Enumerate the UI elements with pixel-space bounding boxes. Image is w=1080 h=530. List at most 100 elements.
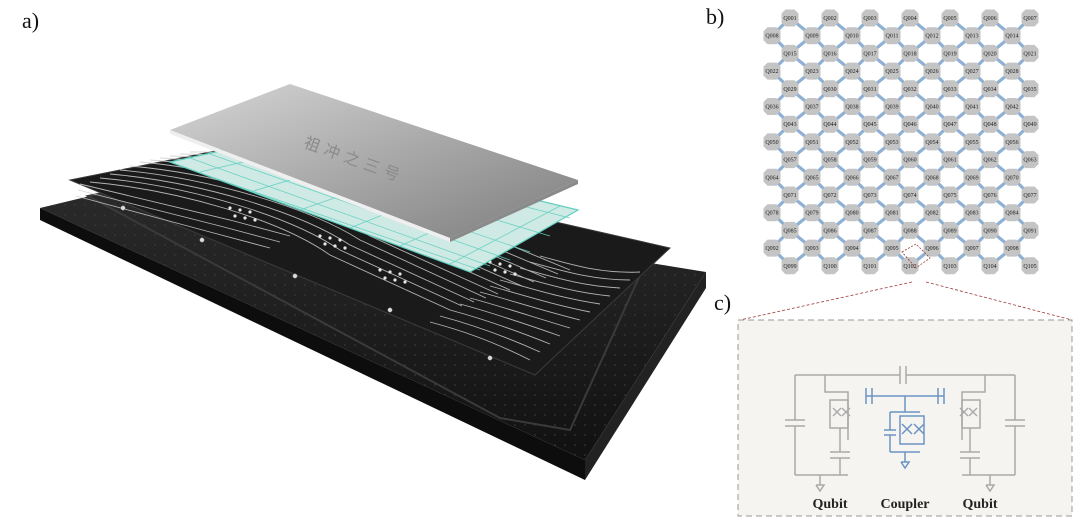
- qubit-node: Q081: [883, 204, 901, 222]
- qubit-node: Q008: [763, 27, 781, 45]
- qubit-label: Q099: [783, 264, 796, 270]
- qubit-node: Q089: [941, 221, 959, 239]
- qubit-label: Q049: [1023, 122, 1036, 128]
- qubit-label: Q046: [903, 122, 916, 128]
- qubit-node: Q052: [843, 133, 861, 151]
- qubit-node: Q102: [901, 257, 919, 275]
- qubit-label: Q077: [1023, 193, 1036, 199]
- qubit-label: Q088: [903, 228, 916, 234]
- coupler-label: Coupler: [881, 497, 930, 512]
- qubit-node: Q013: [963, 27, 981, 45]
- qubit-node: Q029: [781, 80, 799, 98]
- panel-label-b: b): [706, 4, 725, 29]
- qubit-node: Q080: [843, 204, 861, 222]
- qubit-node: Q018: [901, 44, 919, 62]
- qubit-node: Q095: [883, 239, 901, 257]
- qubit-label: Q035: [1023, 87, 1036, 93]
- qubit-node: Q045: [861, 115, 879, 133]
- qubit-label: Q050: [765, 140, 778, 146]
- qubit-label: Q040: [925, 105, 938, 111]
- qubit-node: Q034: [981, 80, 999, 98]
- qubit-node: Q024: [843, 62, 861, 80]
- qubit-label: Q078: [765, 211, 778, 217]
- qubit-node: Q105: [1021, 257, 1039, 275]
- qubit-node: Q042: [1003, 98, 1021, 115]
- qubit-label: Q058: [823, 158, 836, 164]
- qubit-node: Q070: [1003, 168, 1021, 186]
- qubit-node: Q044: [821, 115, 839, 133]
- qubit-label: Q075: [943, 193, 956, 199]
- qubit-label: Q041: [965, 105, 978, 111]
- qubit-label: Q105: [1023, 264, 1036, 270]
- qubit-node: Q059: [861, 151, 879, 169]
- qubit-label: Q011: [885, 34, 898, 40]
- qubit-node: Q041: [963, 98, 981, 115]
- qubit-label: Q012: [925, 34, 938, 40]
- qubit-label: Q100: [823, 264, 836, 270]
- qubit-node: Q022: [763, 62, 781, 80]
- coupler-circuit: [865, 388, 945, 470]
- qubit-label: Q101: [863, 264, 876, 270]
- qubit-node: Q088: [901, 221, 919, 239]
- qubit-label: Q033: [943, 87, 956, 93]
- qubit-label: Q093: [805, 246, 818, 252]
- qubit-label: Q076: [983, 193, 996, 199]
- qubit-label: Q032: [903, 87, 916, 93]
- qubit-label: Q010: [845, 34, 858, 40]
- qubit-node: Q001: [781, 9, 799, 27]
- qubit-label: Q002: [823, 16, 836, 22]
- qubit-node: Q020: [981, 44, 999, 62]
- circuit-frame: [737, 319, 1073, 517]
- qubit-node: Q067: [883, 168, 901, 186]
- qubit-node: Q092: [763, 239, 781, 257]
- qubit-label: Q015: [783, 51, 796, 57]
- qubit-label: Q001: [783, 16, 796, 22]
- qubit-node: Q086: [821, 221, 839, 239]
- qubit-label: Q045: [863, 122, 876, 128]
- left-qubit-label: Qubit: [812, 497, 847, 512]
- qubit-label: Q072: [823, 193, 836, 199]
- qubit-label: Q069: [965, 175, 978, 181]
- qubit-label: Q079: [805, 211, 818, 217]
- qubit-label: Q047: [943, 122, 956, 128]
- qubit-label: Q066: [845, 175, 858, 181]
- qubit-node: Q054: [923, 133, 941, 151]
- qubit-node: Q082: [923, 204, 941, 222]
- qubit-label: Q004: [903, 16, 916, 22]
- qubit-label: Q054: [925, 140, 938, 146]
- qubit-label: Q014: [1005, 34, 1018, 40]
- qubit-label: Q007: [1023, 16, 1036, 22]
- qubit-node: Q091: [1021, 221, 1039, 239]
- qubit-label: Q056: [1005, 140, 1018, 146]
- qubit-node: Q043: [781, 115, 799, 133]
- qubit-label: Q025: [885, 69, 898, 75]
- qubit-label: Q023: [805, 69, 818, 75]
- coupler-circuit-diagram: Qubit Coupler Qubit: [737, 281, 1073, 517]
- qubit-node: Q079: [803, 204, 821, 222]
- qubit-label: Q082: [925, 211, 938, 217]
- qubit-node: Q037: [803, 98, 821, 115]
- qubit-label: Q044: [823, 122, 836, 128]
- qubit-node: Q035: [1021, 80, 1039, 98]
- qubit-node: Q032: [901, 80, 919, 98]
- qubit-label: Q068: [925, 175, 938, 181]
- qubit-label: Q091: [1023, 228, 1036, 234]
- qubit-label: Q038: [845, 105, 858, 111]
- qubit-node: Q073: [861, 186, 879, 204]
- qubit-label: Q102: [903, 264, 916, 270]
- qubit-label: Q060: [903, 158, 916, 164]
- qubit-node: Q061: [941, 151, 959, 169]
- qubit-label: Q021: [1023, 51, 1036, 57]
- qubit-label: Q097: [965, 246, 978, 252]
- qubit-label: Q061: [943, 158, 956, 164]
- qubit-node: Q026: [923, 62, 941, 80]
- qubit-label: Q062: [983, 158, 996, 164]
- qubit-node: Q100: [821, 257, 839, 275]
- qubit-label: Q089: [943, 228, 956, 234]
- qubit-label: Q017: [863, 51, 876, 57]
- qubit-node: Q096: [923, 239, 941, 257]
- qubit-label: Q057: [783, 158, 796, 164]
- qubit-node: Q084: [1003, 204, 1021, 222]
- qubit-label: Q024: [845, 69, 858, 75]
- qubit-label: Q071: [783, 193, 796, 199]
